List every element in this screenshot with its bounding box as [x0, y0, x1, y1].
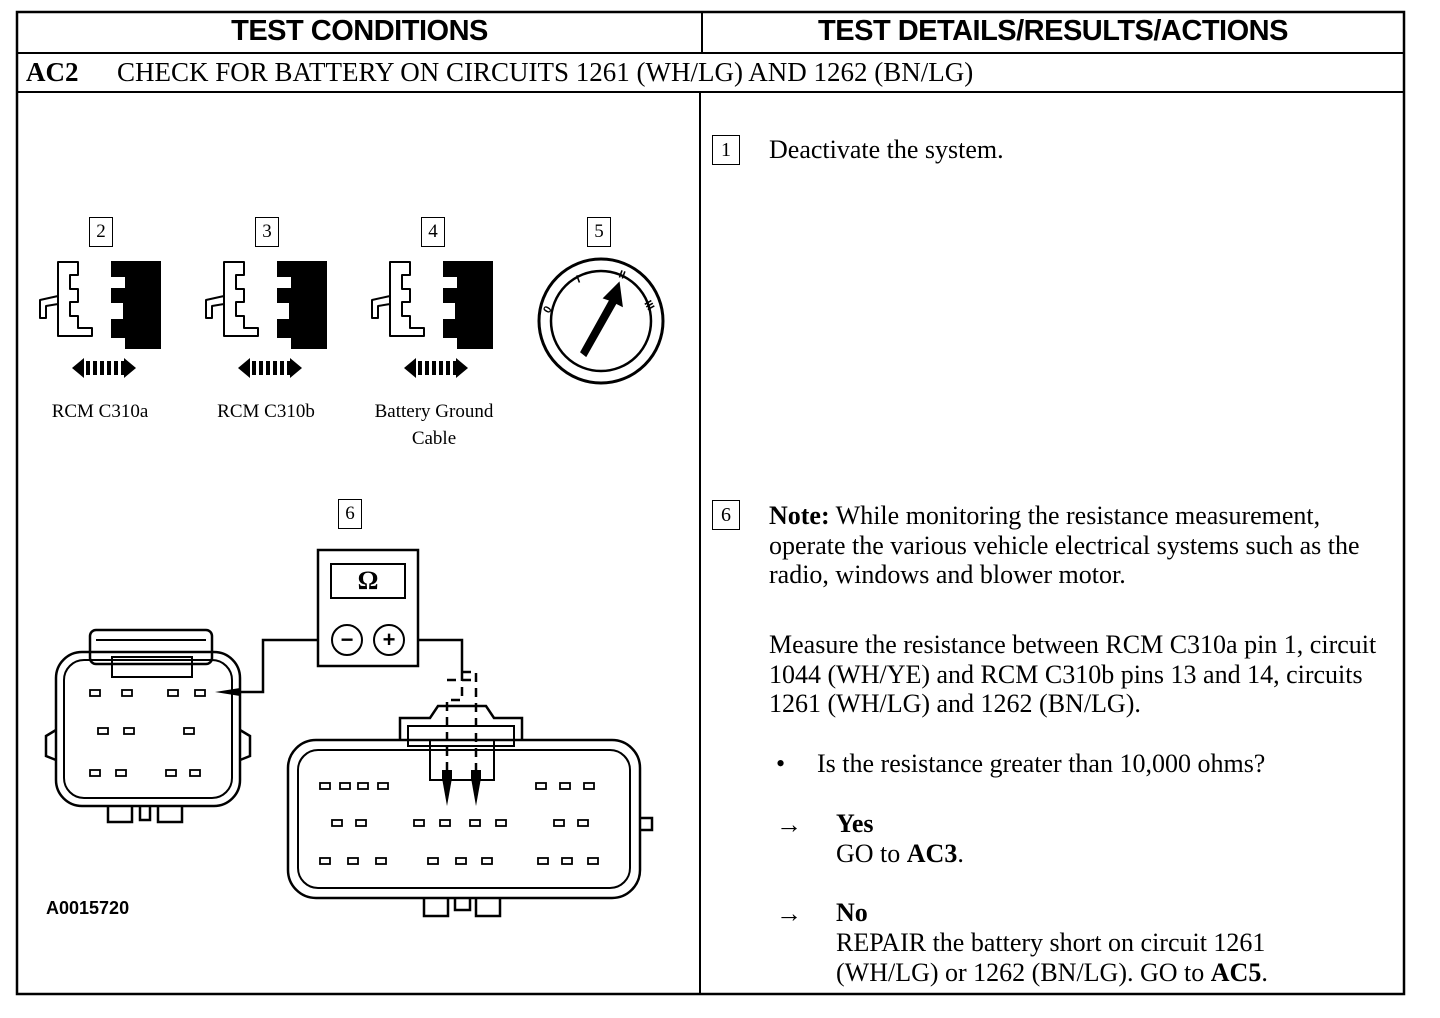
- ignition-switch-icon: [537, 257, 665, 385]
- yes-label-text: Yes: [836, 809, 874, 838]
- probe-tips: [215, 688, 481, 806]
- meter-lead-wires: [240, 638, 478, 770]
- question-text: Is the resistance greater than 10,000 oh…: [817, 749, 1266, 778]
- yes-label: Yes: [836, 809, 874, 839]
- callout-6-diagram: 6: [338, 499, 362, 529]
- connector-icon-c310b: [205, 261, 327, 379]
- yes-action-prefix: GO to: [836, 839, 901, 868]
- no-action-text: REPAIR the battery short on circuit 1261…: [836, 928, 1266, 987]
- connector-icon-battery-ground: [371, 261, 493, 379]
- step-6-number: 6: [712, 500, 740, 530]
- no-label: No: [836, 898, 868, 928]
- header-test-conditions: TEST CONDITIONS: [231, 15, 488, 47]
- step-1-text: Deactivate the system.: [769, 135, 1004, 164]
- no-action-target: AC5: [1210, 957, 1262, 987]
- no-action: REPAIR the battery short on circuit 1261…: [836, 928, 1356, 987]
- note-text: While monitoring the resistance measurem…: [769, 501, 1360, 589]
- ignition-pos-2: II: [617, 269, 627, 282]
- no-label-text: No: [836, 898, 868, 927]
- step-6-note: Note: While monitoring the resistance me…: [769, 501, 1394, 590]
- figure-id: A0015720: [46, 898, 130, 918]
- step-title: CHECK FOR BATTERY ON CIRCUITS 1261 (WH/L…: [117, 57, 974, 87]
- meter-minus-terminal: −: [340, 627, 354, 652]
- no-action-suffix: .: [1261, 957, 1268, 987]
- callout-3: 3: [255, 217, 279, 247]
- ohm-symbol: Ω: [357, 566, 379, 595]
- ignition-pos-0: 0: [541, 304, 554, 315]
- callout-5: 5: [587, 217, 611, 247]
- diagram-graphics: 0 I II III: [39, 257, 665, 918]
- yes-action-target: AC3: [906, 839, 958, 868]
- meter-plus-terminal: +: [382, 627, 396, 652]
- note-label: Note:: [769, 501, 830, 530]
- yes-action-suffix: .: [957, 839, 964, 868]
- question-bullet: •: [776, 749, 786, 778]
- yes-action: GO to AC3.: [836, 839, 964, 869]
- ignition-pos-1: I: [575, 273, 582, 285]
- callout-4: 4: [421, 217, 445, 247]
- no-arrow: →: [776, 899, 802, 928]
- caption-battery-ground-cable: Battery Ground Cable: [374, 401, 494, 449]
- header-test-details: TEST DETAILS/RESULTS/ACTIONS: [818, 15, 1288, 47]
- connector-icon-c310a: [39, 261, 161, 379]
- rcm-c310a-connector: [44, 628, 252, 824]
- rcm-c310b-connector: [286, 704, 654, 918]
- measure-instruction: Measure the resistance between RCM C310a…: [769, 630, 1377, 718]
- ohmmeter-icon: [316, 548, 420, 668]
- callout-2: 2: [89, 217, 113, 247]
- yes-arrow: →: [776, 810, 802, 839]
- caption-rcm-c310a: RCM C310a: [51, 401, 149, 422]
- step-1-number: 1: [712, 135, 740, 165]
- caption-rcm-c310b: RCM C310b: [217, 401, 315, 422]
- step-id: AC2: [26, 57, 79, 87]
